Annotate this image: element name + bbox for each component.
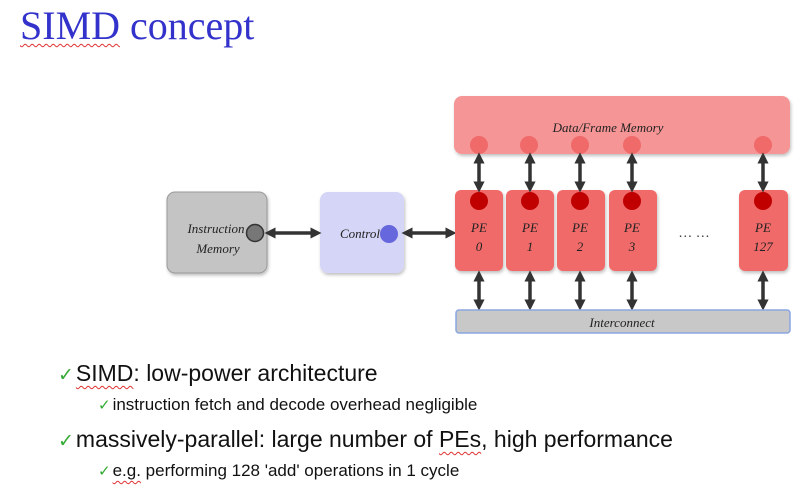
interconnect-label: Interconnect: [588, 315, 655, 330]
pe-1-dot: [521, 192, 539, 210]
pe-2-index: 2: [577, 239, 584, 254]
memory-port-3: [623, 136, 641, 154]
pe-0-dot: [470, 192, 488, 210]
memory-port-2: [571, 136, 589, 154]
control-unit: [320, 192, 404, 273]
pe-2-label: PE: [571, 220, 588, 235]
instruction-memory-line2: Memory: [195, 241, 240, 256]
memory-port-1: [520, 136, 538, 154]
pe-1: PE 1: [506, 190, 554, 271]
control-port: [380, 225, 398, 243]
pe-3: PE 3: [609, 190, 657, 271]
pe-127: PE 127: [739, 190, 788, 271]
pe-127-label: PE: [754, 220, 771, 235]
page-title: SIMD concept: [20, 2, 254, 50]
interconnect: [455, 309, 791, 334]
title-rest: concept: [120, 3, 255, 48]
data-frame-memory-label: Data/Frame Memory: [552, 120, 664, 135]
memory-port-127: [754, 136, 772, 154]
pe-1-index: 1: [527, 239, 534, 254]
pe-1-label: PE: [521, 220, 538, 235]
pe-0-index: 0: [476, 239, 483, 254]
title-simd: SIMD: [20, 3, 121, 48]
pe-3-dot: [623, 192, 641, 210]
data-frame-memory: [454, 96, 790, 154]
pe-127-index: 127: [753, 239, 773, 254]
memory-port-0: [470, 136, 488, 154]
pe-2-dot: [571, 192, 589, 210]
pe-ellipsis: … …: [678, 226, 710, 241]
pe-3-index: 3: [628, 239, 636, 254]
instruction-memory-port: [245, 223, 265, 243]
pe-2: PE 2: [557, 190, 605, 271]
pe-0-label: PE: [470, 220, 487, 235]
pe-0: PE 0: [455, 190, 503, 271]
instruction-memory-line1: Instruction: [186, 221, 244, 236]
pe-3-label: PE: [623, 220, 640, 235]
pe-127-dot: [754, 192, 772, 210]
control-label: Control: [340, 226, 380, 241]
